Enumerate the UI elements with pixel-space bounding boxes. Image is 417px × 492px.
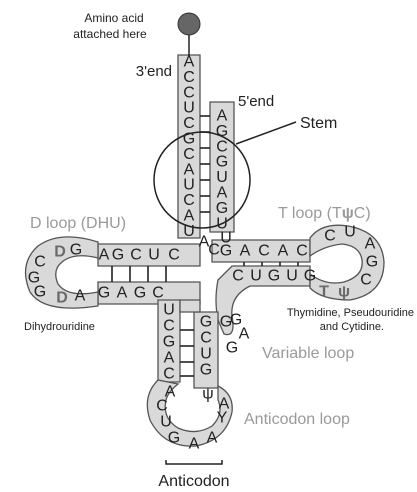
nucleotide-linker-1: U	[220, 230, 232, 247]
nucleotide-anticodon-loop-1: C	[156, 398, 168, 415]
anticodon-stem-pairs	[180, 330, 194, 376]
nucleotide-d-loop-1: D	[54, 244, 66, 261]
anticodon-bracket	[166, 460, 222, 464]
tpsic-label-line2: and Cytidine.	[320, 321, 384, 333]
nucleotide-anticodon-stem-left-4: C	[163, 366, 175, 383]
nucleotide-d-arm-top-1: G	[112, 247, 124, 264]
nucleotide-d-loop-2: C	[34, 254, 46, 271]
nucleotide-anticodon-stem-right-3: G	[200, 362, 212, 379]
nucleotide-d-arm-bottom-1: A	[117, 285, 128, 302]
nucleotide-d-arm-top-0: A	[99, 247, 110, 264]
d-stem-pairs	[112, 266, 166, 282]
nucleotide-t-arm-top-4: C	[296, 243, 308, 260]
nucleotide-variable-loop-2: G	[226, 340, 238, 357]
nucleotide-anticodon-stem-left-2: G	[163, 334, 175, 351]
nucleotide-t-loop-3: G	[366, 254, 378, 271]
nucleotide-anticodon-loop-4: A	[189, 436, 200, 453]
variable-loop-label: Variable loop	[262, 345, 354, 362]
nucleotide-t-loop-2: A	[365, 236, 376, 253]
nucleotide-variable-loop-3: G	[220, 314, 232, 331]
nucleotide-d-loop-0: G	[70, 242, 82, 259]
nucleotide-t-loop-0: C	[324, 228, 336, 245]
nucleotide-d-arm-bottom-3: C	[152, 285, 164, 302]
nucleotide-t-arm-top-3: A	[278, 243, 289, 260]
nucleotide-anticodon-stem-left-3: A	[164, 350, 175, 367]
nucleotide-t-loop-5: T	[319, 284, 329, 301]
nucleotide-t-loop-4: C	[360, 272, 372, 289]
nucleotide-t-loop-1: U	[344, 224, 356, 241]
nucleotide-d-loop-5: D	[56, 290, 68, 307]
nucleotide-anticodon-loop-8: ψ	[202, 386, 213, 403]
nucleotide-anticodon-stem-right-0: G	[200, 314, 212, 331]
nucleotide-d-arm-top-4: C	[168, 247, 180, 264]
tpsic-label-line1: Thymidine, Pseudouridine	[287, 307, 414, 319]
nucleotide-t-arm-top-1: A	[240, 243, 251, 260]
dihydrouridine-label: Dihydrouridine	[24, 321, 95, 333]
nucleotide-t-arm-bottom-2: G	[268, 268, 280, 285]
nucleotide-acceptor-3prime-11: U	[183, 223, 195, 240]
five-prime-end-label: 5'end	[238, 93, 274, 110]
nucleotide-t-arm-bottom-0: C	[232, 268, 244, 285]
amino-label-line2: attached here	[73, 27, 147, 41]
stem-label: Stem	[300, 115, 337, 132]
nucleotide-d-arm-top-2: C	[130, 247, 142, 264]
anticodon-loop-label: Anticodon loop	[244, 411, 350, 428]
stem-pointer	[236, 122, 296, 144]
nucleotide-t-arm-bottom-3: U	[286, 268, 298, 285]
t-loop-label: T loop (TψC)	[278, 205, 371, 222]
nucleotide-anticodon-loop-5: A	[207, 430, 218, 447]
anticodon-label: Anticodon	[158, 473, 229, 490]
nucleotide-d-arm-bottom-0: G	[98, 285, 110, 302]
acceptor-stem-pairs	[200, 116, 210, 212]
nucleotide-d-loop-6: A	[75, 288, 86, 305]
nucleotide-variable-loop-1: A	[239, 326, 250, 343]
nucleotide-anticodon-loop-7: A	[219, 396, 230, 413]
amino-label-line1: Amino acid	[84, 11, 143, 25]
nucleotide-d-arm-bottom-2: G	[134, 285, 146, 302]
nucleotide-anticodon-loop-3: G	[168, 430, 180, 447]
nucleotide-anticodon-stem-left-1: C	[163, 318, 175, 335]
nucleotide-d-loop-4: G	[34, 284, 46, 301]
nucleotide-d-arm-top-3: U	[148, 247, 160, 264]
three-prime-end-label: 3'end	[136, 63, 172, 80]
nucleotide-anticodon-stem-right-2: U	[200, 346, 212, 363]
nucleotide-anticodon-loop-2: U	[160, 414, 172, 431]
nucleotide-t-arm-top-2: C	[258, 243, 270, 260]
nucleotide-t-loop-6: ψ	[338, 284, 350, 301]
nucleotide-t-arm-bottom-1: U	[250, 268, 262, 285]
d-loop-label: D loop (DHU)	[30, 215, 126, 232]
nucleotide-anticodon-stem-right-1: C	[200, 330, 212, 347]
amino-acid-ball	[178, 13, 200, 35]
nucleotide-anticodon-stem-left-0: U	[163, 302, 175, 319]
nucleotide-t-arm-bottom-4: G	[304, 268, 316, 285]
nucleotide-linker-2: C	[208, 242, 220, 259]
